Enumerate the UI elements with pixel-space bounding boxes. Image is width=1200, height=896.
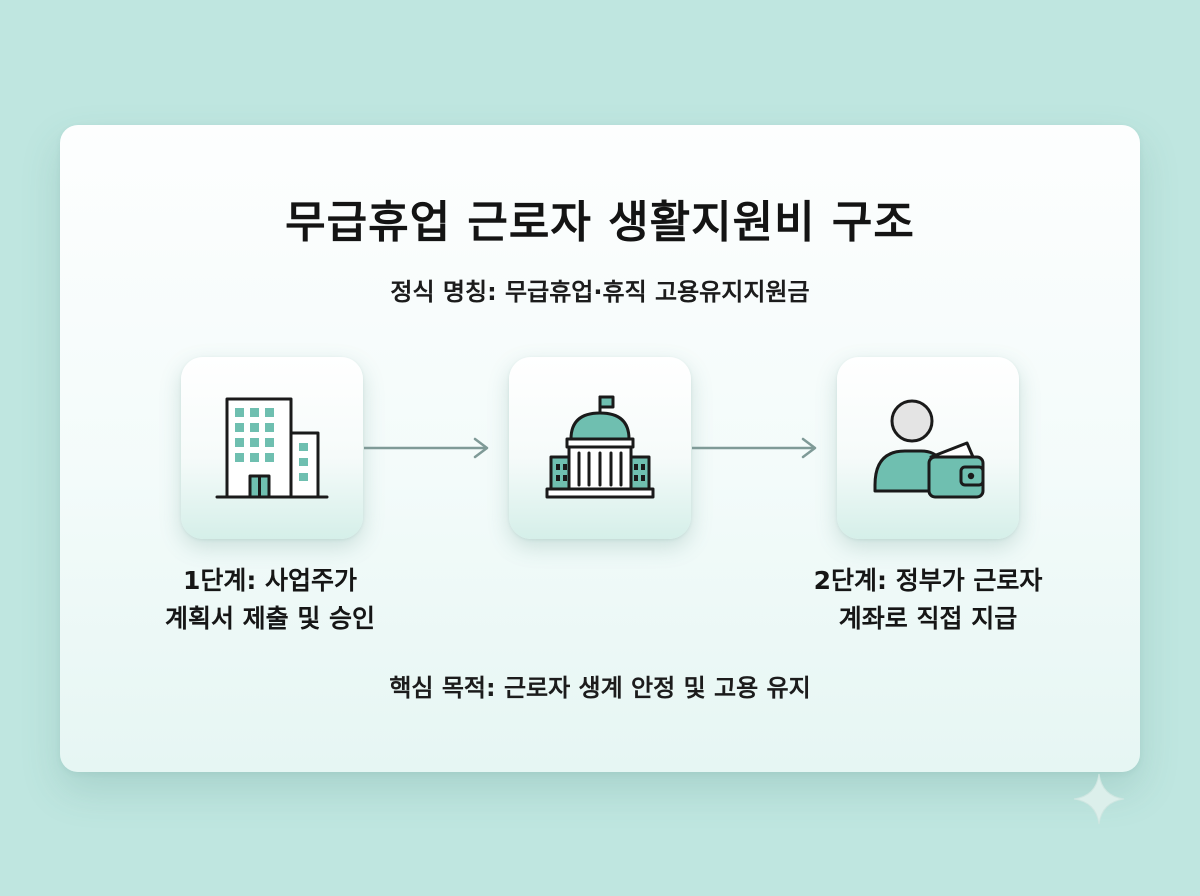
step1-label-line1: 1단계: 사업주가 — [182, 566, 358, 595]
step1-label-line2: 계획서 제출 및 승인 — [164, 604, 376, 633]
flow-arrow-1 — [364, 437, 489, 459]
diagram-title: 무급휴업 근로자 생활지원비 구조 — [285, 197, 915, 248]
government-building-icon — [545, 395, 655, 499]
step3-label-line1: 2단계: 정부가 근로자 — [813, 566, 1043, 595]
step3-icon-tile — [837, 357, 1019, 539]
flow-arrow-2 — [692, 437, 817, 459]
person-wallet-icon — [873, 399, 985, 499]
step1-label: 1단계: 사업주가 계획서 제출 및 승인 — [110, 562, 430, 638]
diagram-subtitle: 정식 명칭: 무급휴업·휴직 고용유지지원금 — [390, 278, 810, 306]
step1-icon-tile — [181, 357, 363, 539]
office-building-icon — [215, 397, 329, 499]
step3-label-line2: 계좌로 직접 지급 — [838, 604, 1018, 633]
step2-icon-tile — [509, 357, 691, 539]
sparkle-icon — [1073, 773, 1125, 825]
step3-label: 2단계: 정부가 근로자 계좌로 직접 지급 — [768, 562, 1088, 638]
core-purpose: 핵심 목적: 근로자 생계 안정 및 고용 유지 — [389, 674, 811, 702]
